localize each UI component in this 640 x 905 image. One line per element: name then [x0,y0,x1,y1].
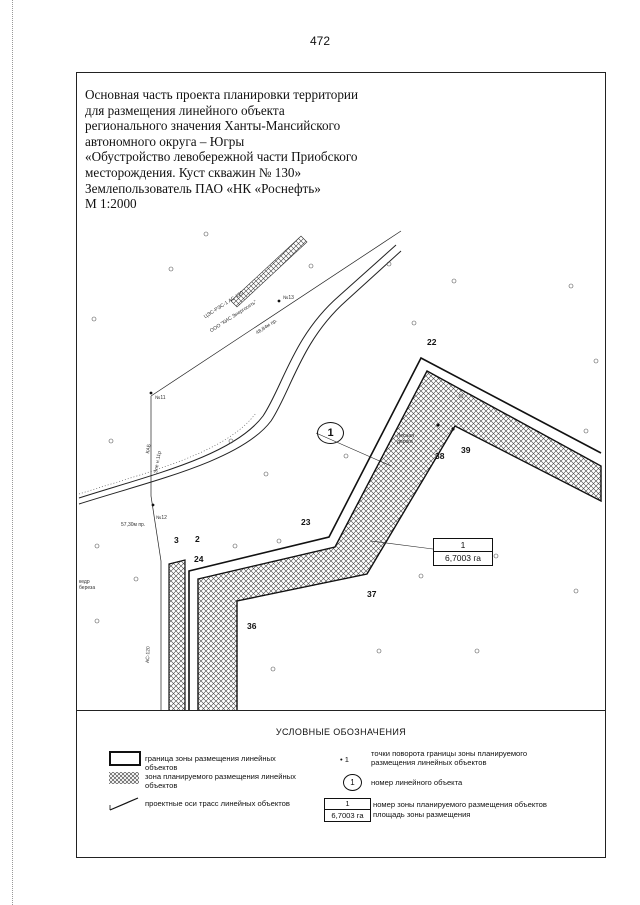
placement-zone [197,370,602,711]
embankment [230,235,308,308]
site-plan-map [78,230,602,711]
title-line: «Обустройство левобережной части Приобск… [85,149,358,165]
map-note: №13 [283,295,294,301]
map-note: №12 [156,515,167,521]
placement-zone-strip [168,559,186,711]
zone-number: 1 [434,539,492,552]
map-note: 57,30м пр. [121,522,146,528]
axes-symbol [109,797,139,811]
title-line: М 1:2000 [85,196,137,212]
title-line: для размещения линейного объекта [85,102,285,118]
linear-object-number: 1 [317,422,344,444]
power-line [150,230,402,397]
road-edge-2 [78,244,397,499]
legend-zone-text: зона планируемого размещения линейных об… [145,772,296,790]
legend-title: УСЛОВНЫЕ ОБОЗНАЧЕНИЯ [275,727,407,737]
title-line: Основная часть проекта планировки террит… [85,87,359,102]
map-note: АС-120 [145,646,152,664]
zone-symbol [109,772,139,784]
legend-axes-text: проектные оси трасс линейных объектов [145,799,290,808]
map-note: №11 [155,395,166,401]
title-line: регионального значения Ханты-Мансийского [85,118,341,134]
page-margin-line [12,0,13,905]
legend-zone-box: 1 6,7003 га [324,798,371,822]
point-label-23: 23 [301,517,311,527]
boundary-symbol [109,751,141,766]
point-label-2: 2 [195,534,200,544]
legend-zone-number-text: номер зоны планируемого размещения объек… [373,800,547,809]
legend-zone-box-number: 1 [325,799,370,810]
legend-boundary-text: граница зоны размещения линейных объекто… [145,754,276,772]
title-line: автономного округа – Югры [85,133,245,149]
point-label-38: 38 [435,451,445,461]
zone-boundary [188,356,602,711]
legend-zone-area-text: площадь зоны размещения [373,810,471,819]
legend-zone-box-area: 6,7003 га [331,811,364,820]
title-line: месторождения. Куст скважин № 130» [85,164,302,180]
map-note: Лесная дорога [397,433,414,445]
legend-object-text: номер линейного объекта [371,778,463,787]
point-label-3: 3 [174,535,179,545]
map-frame: Основная часть проекта планировки террит… [76,72,606,711]
power-line-vertical [150,396,162,711]
zone-area: 6,7003 га [444,553,481,563]
title-line: Землепользователь ПАО «НК «Роснефть» [85,180,321,196]
road-edge-1 [78,250,402,505]
point-label-39: 39 [461,445,471,455]
zone-info-box: 1 6,7003 га [433,538,493,566]
legend-points-symbol: • 1 [340,755,349,764]
page-number: 472 [309,34,331,48]
point-label-22: 22 [427,337,437,347]
map-note: кедр береза [79,579,96,591]
legend-object-symbol: 1 [343,774,362,791]
document-title: Основная часть проекта планировки террит… [85,87,415,212]
legend-points-text: точки поворота границы зоны планируемого… [371,749,528,767]
point-label-24: 24 [194,554,204,564]
point-label-37: 37 [367,589,377,599]
map-legend: УСЛОВНЫЕ ОБОЗНАЧЕНИЯ граница зоны размещ… [76,710,606,858]
point-label-36: 36 [247,621,257,631]
vegetation-marks [91,231,599,672]
